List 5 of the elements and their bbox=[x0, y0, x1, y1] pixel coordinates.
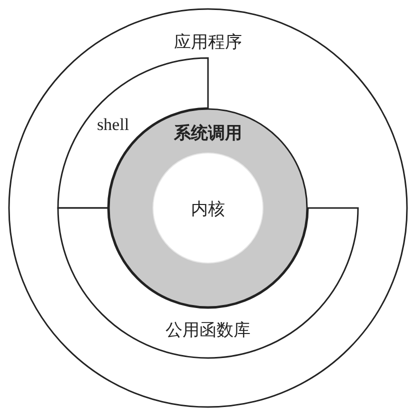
layer-label: 应用程序 bbox=[174, 32, 242, 54]
layer-label: 系统调用 bbox=[174, 122, 242, 144]
layer-label: shell bbox=[96, 115, 130, 135]
layer-label: 内核 bbox=[191, 198, 225, 220]
layer-label: 公用函数库 bbox=[166, 320, 250, 342]
